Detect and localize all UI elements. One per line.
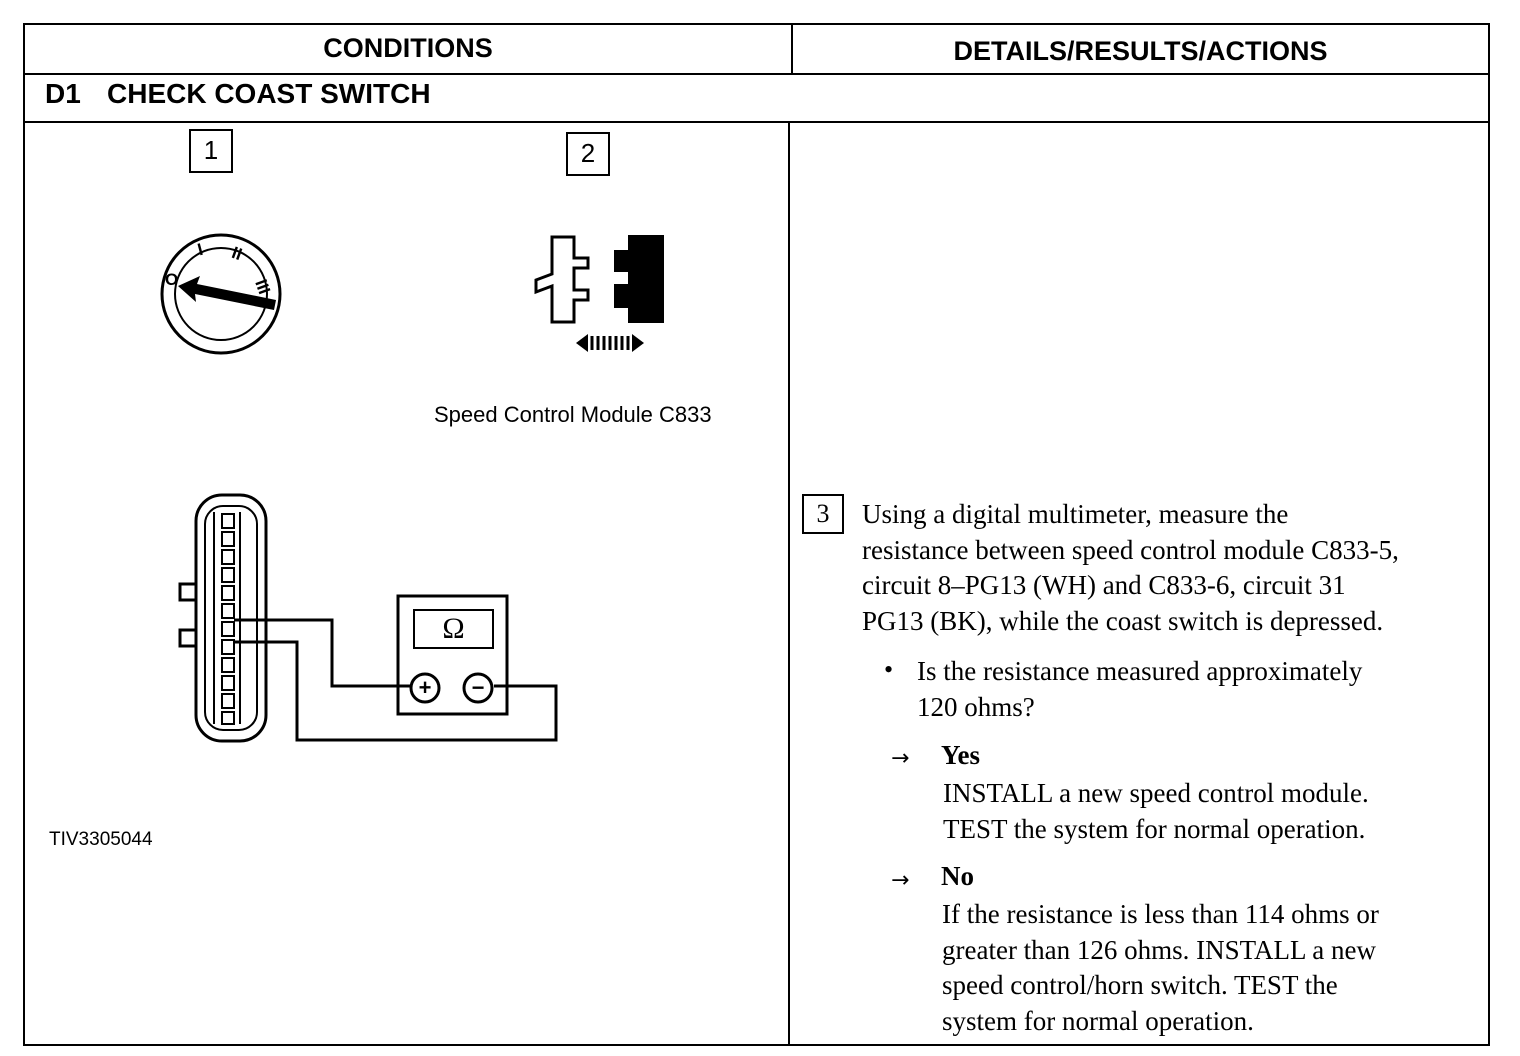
title-divider: [23, 121, 1490, 123]
instruction-text: Using a digital multimeter, measure the …: [862, 497, 1399, 639]
question-line: 120 ohms?: [917, 691, 1035, 722]
instruction-line: PG13 (BK), while the coast switch is dep…: [862, 605, 1384, 636]
yes-action-line: TEST the system for normal operation.: [943, 813, 1366, 844]
question-text: Is the resistance measured approximately…: [917, 654, 1362, 725]
question-line: Is the resistance measured approximately: [917, 656, 1363, 686]
no-action-line: speed control/horn switch. TEST the: [942, 970, 1338, 1000]
figure-id: TIV3305044: [49, 829, 153, 850]
yes-label: Yes: [941, 740, 980, 770]
no-action-line: system for normal operation.: [942, 1005, 1254, 1036]
instruction-line: Using a digital multimeter, measure the: [862, 499, 1289, 529]
column-divider-body: [788, 121, 790, 1046]
test-title-row: D1 CHECK COAST SWITCH: [45, 78, 431, 110]
conditions-header: CONDITIONS: [323, 33, 493, 63]
yes-action-text: INSTALL a new speed control module. TEST…: [943, 776, 1369, 847]
question-bullet: •: [884, 655, 894, 684]
meter-minus-terminal: −: [471, 675, 485, 700]
details-header: DETAILS/RESULTS/ACTIONS: [953, 36, 1328, 66]
no-action-line: If the resistance is less than 114 ohms …: [942, 899, 1379, 929]
yes-action-line: INSTALL a new speed control module.: [943, 778, 1369, 808]
test-title: CHECK COAST SWITCH: [107, 78, 431, 109]
test-code: D1: [45, 78, 81, 109]
instruction-line: resistance between speed control module …: [862, 534, 1399, 565]
ohm-symbol: Ω: [442, 612, 465, 645]
step-1-box: 1: [189, 129, 233, 173]
ignition-position-off: O: [165, 270, 179, 289]
column-divider-header: [791, 23, 793, 75]
table-frame: [23, 23, 1490, 1046]
step-2-box: 2: [566, 132, 610, 176]
no-label: No: [941, 861, 974, 891]
instruction-line: circuit 8–PG13 (WH) and C833-6, circuit …: [862, 570, 1346, 600]
no-action-text: If the resistance is less than 114 ohms …: [942, 897, 1379, 1039]
connector-caption: Speed Control Module C833: [434, 402, 712, 427]
yes-arrow-icon: →: [891, 746, 910, 771]
no-action-line: greater than 126 ohms. INSTALL a new: [942, 934, 1376, 965]
header-divider: [23, 73, 1490, 75]
meter-plus-terminal: +: [418, 675, 432, 700]
no-arrow-icon: →: [891, 868, 910, 893]
step-3-box: 3: [802, 494, 844, 534]
